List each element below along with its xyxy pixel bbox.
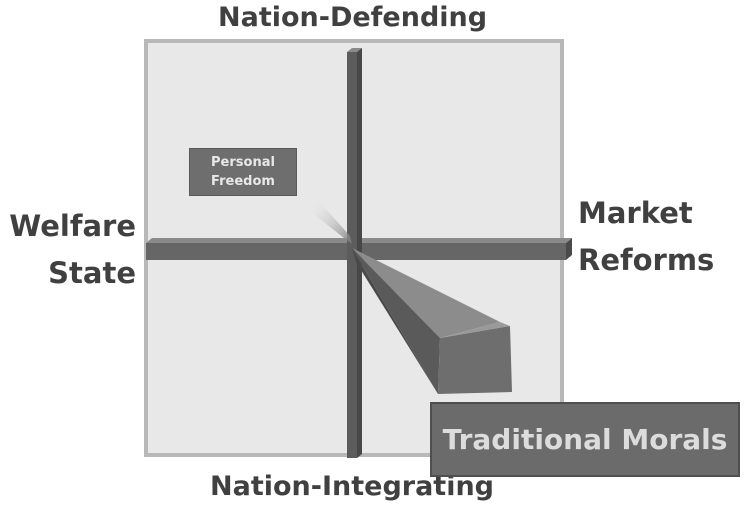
personal-freedom-line1: Personal	[211, 155, 275, 170]
axis-label-bottom: Nation-Integrating	[210, 471, 495, 502]
axis-label-right: Market Reforms	[578, 190, 714, 284]
traditional-morals-label-box: Traditional Morals	[430, 402, 740, 477]
personal-freedom-label-box: Personal Freedom	[189, 148, 297, 196]
personal-freedom-line2: Freedom	[211, 174, 275, 189]
axis-label-right-line2: Reforms	[578, 243, 715, 277]
axis-label-left-line1: Welfare	[9, 209, 136, 243]
traditional-morals-label: Traditional Morals	[442, 423, 728, 456]
axis-label-top: Nation-Defending	[218, 2, 488, 33]
personal-freedom-vector	[306, 198, 352, 244]
axis-label-left-line2: State	[48, 256, 136, 290]
axis-label-right-line1: Market	[578, 196, 693, 230]
traditional-morals-vector	[352, 248, 512, 394]
axis-label-left: Welfare State	[8, 203, 136, 297]
